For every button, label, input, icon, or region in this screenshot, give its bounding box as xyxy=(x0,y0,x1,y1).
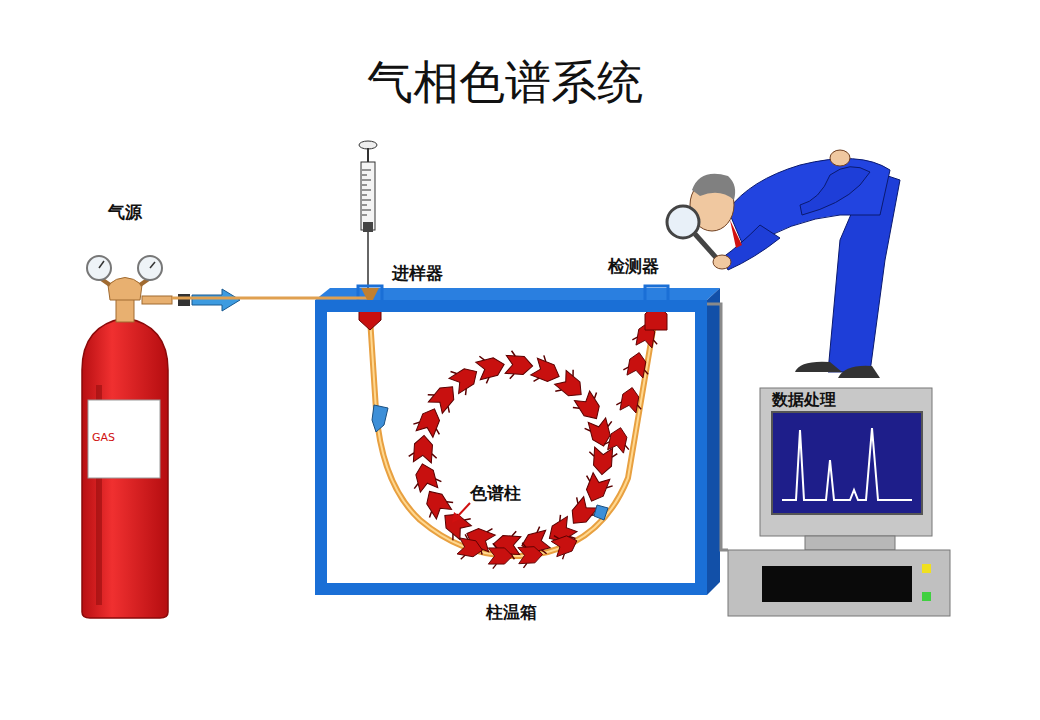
injector-label: 进样器 xyxy=(392,262,443,285)
syringe xyxy=(359,141,377,290)
oven-top-face xyxy=(315,288,720,300)
chevron-spike xyxy=(522,543,527,568)
flow-arrow xyxy=(192,289,240,311)
computer xyxy=(728,388,950,616)
chevron-spike xyxy=(493,543,497,568)
gauge-needle xyxy=(150,262,155,268)
signal-cable xyxy=(707,304,728,550)
flow-chevron xyxy=(414,462,438,493)
monitor-screen xyxy=(772,412,922,514)
chromatogram xyxy=(782,428,912,500)
chevron-spike xyxy=(589,452,617,458)
cylinder-label xyxy=(88,400,160,478)
chevron-spike xyxy=(604,441,629,450)
flow-chevron xyxy=(593,447,613,475)
chevron-spike xyxy=(461,534,469,559)
flow-chevron xyxy=(505,355,533,375)
flow-chevron xyxy=(566,497,597,529)
flow-chevron xyxy=(555,370,587,401)
flow-chevron xyxy=(439,508,471,539)
regulator xyxy=(108,278,142,301)
data-station: 数据处理 xyxy=(728,388,950,616)
outlet-pipe xyxy=(142,296,172,304)
chevron-spike xyxy=(451,369,469,395)
flow-chevron xyxy=(457,538,484,558)
shoe xyxy=(795,362,842,372)
hand xyxy=(713,255,731,269)
flow-chevron xyxy=(620,386,640,413)
chevron-spike xyxy=(616,401,641,409)
flow-chevron xyxy=(449,364,481,394)
chevron-spike xyxy=(479,355,490,383)
computer-base xyxy=(728,550,950,616)
monitor-case xyxy=(760,388,932,536)
column-tube-highlight xyxy=(370,318,655,556)
tie xyxy=(730,220,742,248)
chevron-spike xyxy=(554,534,566,559)
chevron-spike xyxy=(585,421,613,432)
chevron-spike xyxy=(413,478,441,489)
gas-cylinder xyxy=(82,256,240,618)
pressure-gauge xyxy=(87,256,111,280)
leader-line xyxy=(457,503,470,517)
data-label: 数据处理 xyxy=(772,390,836,411)
chevron-spike xyxy=(632,336,657,344)
chevron-spike xyxy=(409,452,437,458)
flow-chevrons xyxy=(409,321,658,568)
flow-chevron xyxy=(413,435,433,463)
flow-chevron xyxy=(627,351,647,378)
chevron-spike xyxy=(413,420,441,434)
indicator-light xyxy=(922,564,931,573)
monitor-stand xyxy=(805,536,895,550)
magnifier-lens xyxy=(667,206,699,238)
flow-chevron xyxy=(518,546,543,563)
chevron-spike xyxy=(427,499,453,517)
pressure-gauge xyxy=(138,256,162,280)
flow-chevron xyxy=(428,381,459,413)
chevron-spike xyxy=(555,370,576,394)
chevron-spike xyxy=(623,366,648,374)
detector-label: 检测器 xyxy=(608,255,659,278)
chevron-spike xyxy=(428,392,452,413)
indicator-light xyxy=(922,592,931,601)
cylinder-text: GAS xyxy=(92,431,115,444)
column-tube xyxy=(370,318,655,556)
oven-label: 柱温箱 xyxy=(315,601,707,624)
flow-chevron xyxy=(422,487,452,519)
rear-arm xyxy=(800,167,870,215)
column-oven: 柱温箱 xyxy=(315,300,707,595)
detector-fitting xyxy=(645,286,668,300)
column-label: 色谱柱 xyxy=(470,482,521,505)
flow-chevron xyxy=(488,548,512,564)
gas-source: 气源 GAS xyxy=(78,195,172,620)
sample-plug xyxy=(594,505,608,520)
pipe-fitting xyxy=(178,294,190,306)
source-label: 气源 xyxy=(78,201,172,224)
cylinder-body xyxy=(82,318,168,618)
flow-chevron xyxy=(476,356,507,380)
flow-chevron xyxy=(574,391,604,423)
chevron-spike xyxy=(573,393,599,411)
shoe xyxy=(838,366,880,378)
flow-chevron xyxy=(608,426,629,453)
chevron-spike xyxy=(534,355,548,383)
gauge-needle xyxy=(99,261,104,268)
oven-side-face xyxy=(707,288,720,595)
diagram-title: 气相色谱系统 xyxy=(0,52,1010,114)
hair xyxy=(692,174,735,200)
hand xyxy=(830,150,850,166)
chevron-spike xyxy=(510,351,516,379)
disk-slot xyxy=(762,566,912,602)
chevron-spike xyxy=(585,476,613,490)
leader-head xyxy=(452,512,462,523)
sample-plug xyxy=(372,405,388,432)
